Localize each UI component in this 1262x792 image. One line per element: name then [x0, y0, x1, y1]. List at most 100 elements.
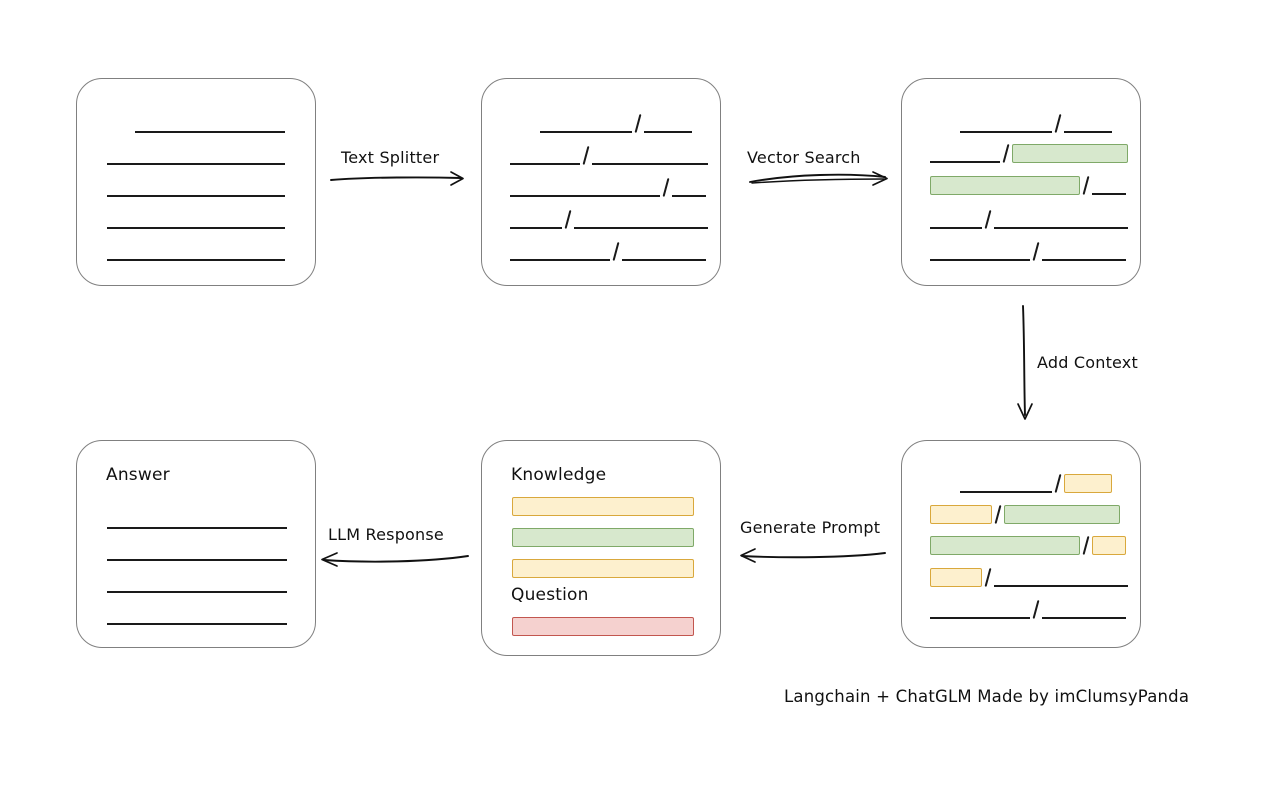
- line-segment: [930, 617, 1030, 619]
- line-segment: [1064, 131, 1112, 133]
- arrow-llm-response: [321, 552, 469, 567]
- context-chunk-highlight: [1064, 474, 1112, 493]
- document-line: [77, 175, 315, 197]
- answer-lines: [77, 441, 315, 647]
- context-chunk-highlight: [930, 568, 982, 587]
- line-segment: [1042, 617, 1126, 619]
- line-segment: [960, 491, 1052, 493]
- line-segment: [107, 195, 285, 197]
- slash-separator: [1080, 536, 1092, 555]
- chunk-line: [902, 173, 1140, 195]
- card-prompt[interactable]: Knowledge Question: [481, 440, 721, 656]
- question-bar: [512, 617, 694, 636]
- card-matched-chunks[interactable]: [901, 78, 1141, 286]
- line-segment: [107, 163, 285, 165]
- line-segment: [510, 163, 580, 165]
- chunk-line: [482, 207, 720, 229]
- chunk-line: [482, 111, 720, 133]
- line-segment: [107, 591, 287, 593]
- slash-separator: [1052, 474, 1064, 493]
- line-segment: [622, 259, 706, 261]
- line-segment: [574, 227, 708, 229]
- card-split-chunks[interactable]: [481, 78, 721, 286]
- line-indent: [510, 132, 540, 133]
- line-segment: [930, 227, 982, 229]
- card-source-document[interactable]: [76, 78, 316, 286]
- line-segment: [994, 227, 1128, 229]
- context-chunks-lines: [902, 441, 1140, 647]
- matched-chunk-highlight: [1012, 144, 1128, 163]
- arrow-vector-search: [749, 171, 888, 186]
- prompt-knowledge-heading: Knowledge: [511, 465, 607, 485]
- arrow-label-text-splitter: Text Splitter: [341, 148, 440, 167]
- line-segment: [960, 131, 1052, 133]
- split-chunks-lines: [482, 79, 720, 285]
- line-segment: [930, 161, 1000, 163]
- answer-line: [77, 571, 315, 593]
- chunk-line: [482, 239, 720, 261]
- chunk-line: [902, 502, 1140, 524]
- answer-heading: Answer: [106, 465, 170, 485]
- knowledge-bar: [512, 497, 694, 516]
- context-chunk-highlight: [1092, 536, 1126, 555]
- slash-separator: [660, 178, 672, 197]
- line-segment: [107, 259, 285, 261]
- slash-separator: [1030, 242, 1042, 261]
- line-segment: [135, 131, 285, 133]
- context-chunk-highlight: [930, 505, 992, 524]
- slash-separator: [982, 568, 994, 587]
- line-segment: [510, 195, 660, 197]
- slash-separator: [1080, 176, 1092, 195]
- answer-line: [77, 603, 315, 625]
- line-segment: [1042, 259, 1126, 261]
- chunk-line: [902, 597, 1140, 619]
- line-segment: [107, 527, 287, 529]
- line-segment: [107, 559, 287, 561]
- arrow-label-generate-prompt: Generate Prompt: [740, 518, 881, 537]
- slash-separator: [562, 210, 574, 229]
- matched-chunk-highlight: [930, 176, 1080, 195]
- line-indent: [930, 492, 960, 493]
- matched-chunk-highlight: [930, 536, 1080, 555]
- matched-chunks-lines: [902, 79, 1140, 285]
- line-segment: [510, 259, 610, 261]
- knowledge-bar: [512, 528, 694, 547]
- arrow-label-llm-response: LLM Response: [328, 525, 444, 544]
- card-context-chunks[interactable]: [901, 440, 1141, 648]
- card-answer[interactable]: Answer: [76, 440, 316, 648]
- slash-separator: [610, 242, 622, 261]
- chunk-line: [902, 207, 1140, 229]
- answer-line: [77, 507, 315, 529]
- chunk-line: [482, 143, 720, 165]
- line-segment: [930, 259, 1030, 261]
- chunk-line: [902, 141, 1140, 163]
- slash-separator: [1000, 144, 1012, 163]
- chunk-line: [902, 471, 1140, 493]
- line-segment: [644, 131, 692, 133]
- prompt-question-heading: Question: [511, 585, 589, 605]
- arrow-label-add-context: Add Context: [1037, 353, 1138, 372]
- chunk-line: [902, 111, 1140, 133]
- line-segment: [510, 227, 562, 229]
- chunk-line: [902, 239, 1140, 261]
- knowledge-bar: [512, 559, 694, 578]
- line-segment: [540, 131, 632, 133]
- line-segment: [672, 195, 706, 197]
- credit-text: Langchain + ChatGLM Made by imClumsyPand…: [784, 687, 1190, 706]
- arrow-generate-prompt: [740, 548, 886, 563]
- chunk-line: [902, 565, 1140, 587]
- chunk-line: [902, 533, 1140, 555]
- document-line: [77, 207, 315, 229]
- slash-separator: [992, 505, 1004, 524]
- arrow-add-context: [1017, 305, 1033, 420]
- document-line: [77, 239, 315, 261]
- document-line: [77, 111, 315, 133]
- arrow-text-splitter: [330, 171, 464, 186]
- line-segment: [107, 623, 287, 625]
- slash-separator: [1052, 114, 1064, 133]
- line-segment: [107, 227, 285, 229]
- matched-chunk-highlight: [1004, 505, 1120, 524]
- arrow-label-vector-search: Vector Search: [747, 148, 861, 167]
- line-segment: [994, 585, 1128, 587]
- chunk-line: [482, 175, 720, 197]
